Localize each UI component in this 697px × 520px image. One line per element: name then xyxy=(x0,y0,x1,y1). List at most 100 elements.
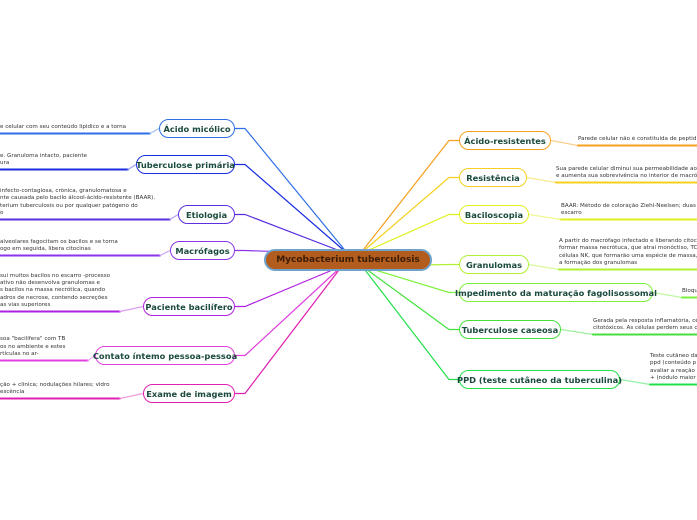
note-connector xyxy=(87,354,96,362)
note-line: os no ambiente e estes xyxy=(0,343,66,350)
topic-paciente-bacilifero[interactable]: Paciente bacilífero xyxy=(143,297,235,316)
note-line: + (nódulo maior xyxy=(650,375,696,382)
note-connector xyxy=(119,392,144,400)
branch-connector xyxy=(359,213,460,255)
note-line: Sua parede celular diminui sua permeabil… xyxy=(556,165,697,172)
note-line: ppd (conteúdo p xyxy=(650,360,697,367)
note-line: ogo em seguida, libera citocinas xyxy=(0,246,91,253)
note-line: escência xyxy=(0,389,25,396)
note-connector xyxy=(652,291,683,299)
note-connector xyxy=(526,176,557,184)
note-connector xyxy=(119,305,144,313)
note-line: Parede celular não é constituída de pept… xyxy=(578,136,697,143)
note-line: e celular com seu conteúdo lipídico e a … xyxy=(0,124,127,131)
branch-connector xyxy=(359,176,460,255)
note-line: soa "bacilífera" com TB xyxy=(0,336,66,343)
topic-label: Ácido micólico xyxy=(163,123,231,134)
note-line: ura xyxy=(0,160,10,167)
note-connector xyxy=(560,328,594,336)
branch-connector xyxy=(234,213,349,255)
topic-label: Tuberculose primária xyxy=(136,159,235,170)
note-line: nte causada pelo bacilo álcool-ácido-res… xyxy=(0,195,156,202)
branch-connector xyxy=(234,265,343,357)
note-line: células NK, que formarão uma espécie de … xyxy=(559,252,697,259)
note-line: avaliar a reação i xyxy=(650,367,697,374)
note-resistencia[interactable]: Sua parede celular diminui sua permeabil… xyxy=(556,166,697,181)
topic-tuberculose-primaria[interactable]: Tuberculose primária xyxy=(136,155,235,174)
topic-label: Impedimento da maturação fagolisossomal xyxy=(455,287,657,298)
topic-resistencia[interactable]: Resistência xyxy=(459,168,527,187)
note-granulomas[interactable]: A partir do macrófago infectado e libera… xyxy=(559,238,697,268)
note-line: o xyxy=(0,210,4,217)
note-etiologia[interactable]: infecto-contagiosa, crônica, granulomato… xyxy=(0,188,170,218)
central-topic[interactable]: Mycobacterium tuberculosis xyxy=(264,249,432,271)
note-line: escarro xyxy=(561,210,582,217)
note-line: citotóxicos. As células perdem seus c xyxy=(593,325,697,332)
topic-acido-resistentes[interactable]: Ácido-resistentes xyxy=(459,131,551,150)
note-acido-resistentes[interactable]: Parede celular não é constituída de pept… xyxy=(578,136,697,143)
topic-exame-de-imagem[interactable]: Exame de imagem xyxy=(143,384,235,403)
note-line: as vias superiores xyxy=(0,302,51,309)
topic-label: Macrófagos xyxy=(175,245,230,256)
note-connector xyxy=(528,213,562,221)
topic-macrofagos[interactable]: Macrófagos xyxy=(170,241,235,260)
topic-label: Resistência xyxy=(466,172,520,183)
note-baciloscopia[interactable]: BAAR: Método de coloração Ziehl-Neelsen;… xyxy=(561,203,697,218)
note-line: alveolares fagocitam os bacilos e se tor… xyxy=(0,238,118,245)
topic-label: Ácido-resistentes xyxy=(464,135,546,146)
central-topic-label: Mycobacterium tuberculosis xyxy=(276,255,420,265)
topic-etiologia[interactable]: Etiologia xyxy=(178,205,235,224)
branch-connector xyxy=(361,265,460,294)
note-acido-micolico[interactable]: e celular com seu conteúdo lipídico e a … xyxy=(0,124,150,131)
note-line: BAAR: Método de coloração Ziehl-Neelsen;… xyxy=(561,202,697,209)
topic-contato-intimo[interactable]: Contato íntemo pessoa-pessoa xyxy=(92,346,238,365)
topic-granulomas[interactable]: Granulomas xyxy=(459,255,529,274)
topic-label: Granulomas xyxy=(465,259,523,270)
topic-baciloscopia[interactable]: Baciloscopia xyxy=(459,205,529,224)
note-connector xyxy=(159,249,171,257)
note-connector xyxy=(127,163,137,171)
branch-connector xyxy=(234,265,343,308)
note-tuberculose-primaria[interactable]: e. Granuloma intacto, paciente ura xyxy=(0,153,128,168)
note-tuberculose-caseosa[interactable]: Gerada pela resposta inflamatória, cé ci… xyxy=(593,318,697,333)
note-line: e aumenta sua sobrevivência no interior … xyxy=(556,173,697,180)
note-line: infecto-contagiosa, crônica, granulomato… xyxy=(0,187,127,194)
note-line: adros de necrose, contendo secreções xyxy=(0,294,108,301)
note-line: ção + clínica; nodulações hilares; vidro xyxy=(0,381,110,388)
note-exame-de-imagem[interactable]: ção + clínica; nodulações hilares; vidro… xyxy=(0,382,120,397)
note-line: Teste cutâneo da xyxy=(650,352,697,359)
note-impedimento-maturacao[interactable]: Bloqu xyxy=(682,288,697,295)
topic-impedimento-maturacao[interactable]: Impedimento da maturação fagolisossomal xyxy=(455,283,657,302)
note-paciente-bacilifero[interactable]: sui muitos bacilos no escarro -processo … xyxy=(0,273,120,310)
note-connector xyxy=(619,378,651,386)
note-connector xyxy=(528,263,560,271)
note-line: terium tuberculosis ou por qualquer pató… xyxy=(0,202,138,209)
topic-label: Exame de imagem xyxy=(146,388,232,399)
topic-label: Etiologia xyxy=(185,209,228,220)
note-connector xyxy=(550,139,579,147)
branch-connector xyxy=(361,265,460,381)
branch-connector xyxy=(234,163,349,255)
topic-label: PPD (teste cutâneo da tuberculina) xyxy=(456,374,623,385)
topic-tuberculose-caseosa[interactable]: Tuberculose caseosa xyxy=(459,320,561,339)
note-macrofagos[interactable]: alveolares fagocitam os bacilos e se tor… xyxy=(0,239,160,254)
topic-ppd[interactable]: PPD (teste cutâneo da tuberculina) xyxy=(456,370,623,389)
note-ppd[interactable]: Teste cutâneo da ppd (conteúdo p avaliar… xyxy=(650,353,697,383)
topic-label: Contato íntemo pessoa-pessoa xyxy=(92,350,238,361)
branch-connector xyxy=(359,139,460,255)
branch-connector xyxy=(234,265,343,395)
note-line: rtículas no ar- xyxy=(0,351,39,358)
note-line: e. Granuloma intacto, paciente xyxy=(0,152,87,159)
branch-connector xyxy=(234,127,349,255)
note-line: s bacilos na massa necrótica, quando xyxy=(0,287,106,294)
note-line: Bloqu xyxy=(682,288,697,295)
topic-label: Paciente bacilífero xyxy=(145,301,233,312)
topic-acido-micolico[interactable]: Ácido micólico xyxy=(159,119,235,138)
note-line: Gerada pela resposta inflamatória, cé xyxy=(593,317,697,324)
note-contato-intimo[interactable]: soa "bacilífera" com TB os no ambiente e… xyxy=(0,336,80,358)
note-connector xyxy=(169,213,179,221)
note-connector xyxy=(149,127,160,135)
note-line: formar massa necrótuca, que atrai monóct… xyxy=(559,245,697,252)
note-line: A partir do macrófago infectado e libera… xyxy=(559,237,697,244)
